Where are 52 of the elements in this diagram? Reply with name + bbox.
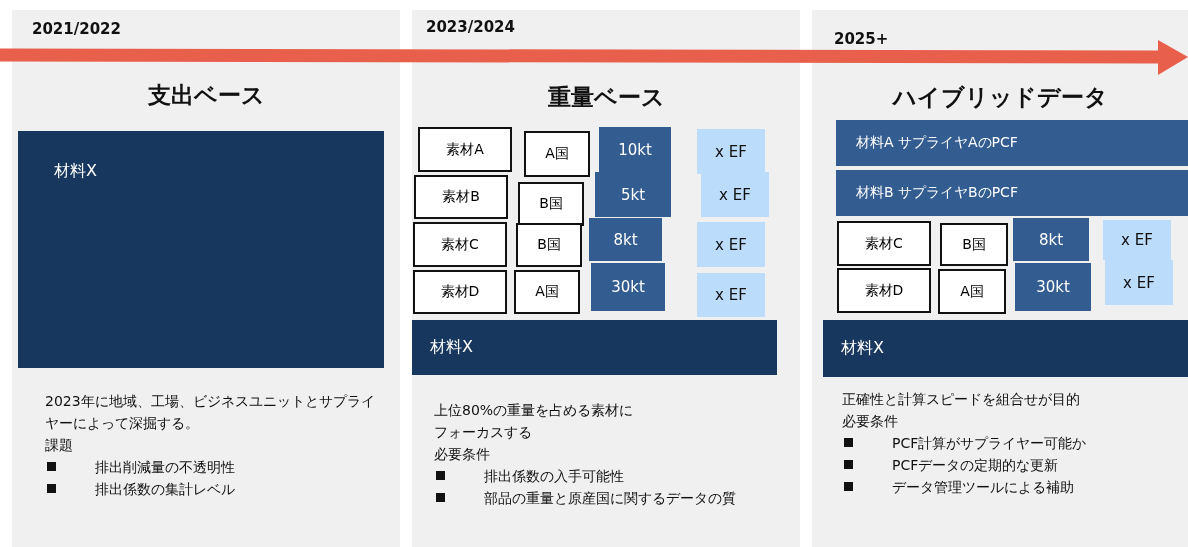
weight-box: 30kt	[591, 263, 665, 311]
material-box: 素材A	[418, 127, 512, 172]
emission-factor-box: x EF	[1103, 220, 1171, 260]
description-text: フォーカスする	[434, 424, 532, 440]
year-label: 2021/2022	[32, 20, 121, 38]
bullet-text: PCFデータの定期的な更新	[892, 457, 1059, 473]
supplier-pcf-bar: 材料A サプライヤAのPCF	[836, 120, 1188, 166]
emission-factor-box: x EF	[697, 129, 765, 174]
material-block: 材料X	[412, 320, 777, 375]
material-box: B国	[518, 182, 584, 226]
section-heading: 必要条件	[434, 446, 490, 462]
description-text: 上位80%の重量を占める素材に	[434, 402, 634, 418]
material-box: 素材D	[837, 268, 931, 313]
year-label: 2025+	[834, 30, 889, 48]
emission-factor-box: x EF	[697, 222, 765, 267]
bullet-text: PCF計算がサプライヤー可能か	[892, 435, 1087, 451]
supplier-pcf-bar: 材料B サプライヤBのPCF	[836, 170, 1188, 216]
material-box: A国	[514, 270, 580, 314]
weight-box: 8kt	[589, 218, 662, 261]
material-box: A国	[524, 131, 590, 177]
timeline-phase-panel	[12, 10, 400, 547]
weight-box: 30kt	[1015, 263, 1091, 311]
material-box: 素材C	[413, 222, 507, 267]
weight-box: 5kt	[595, 172, 671, 217]
material-box: A国	[938, 269, 1006, 314]
bullet-text: 排出削減量の不透明性	[95, 459, 235, 475]
section-heading: 必要条件	[842, 413, 898, 429]
bullet-text: 部品の重量と原産国に関するデータの質	[484, 490, 736, 506]
emission-factor-box: x EF	[701, 172, 769, 217]
material-block: 材料X	[18, 131, 384, 368]
material-box: B国	[516, 223, 582, 267]
weight-box: 10kt	[599, 127, 671, 173]
material-block: 材料X	[823, 320, 1188, 377]
phase-title: ハイブリッドデータ	[892, 84, 1108, 110]
description-text: 正確性と計算スピードを組合せが目的	[842, 391, 1080, 407]
timeline-phase-panel	[412, 10, 800, 547]
material-box: 素材D	[413, 270, 507, 314]
material-box: B国	[940, 223, 1008, 266]
phase-title: 支出ベース	[147, 82, 265, 108]
section-heading: 課題	[45, 437, 73, 453]
description-text: 2023年に地域、工場、ビジネスユニットとサプライヤーによって深掘する。	[45, 393, 375, 431]
timeline-phase-panel	[812, 10, 1188, 547]
phase-title: 重量ベース	[547, 84, 665, 110]
emission-factor-box: x EF	[697, 273, 765, 317]
bullet-text: 排出係数の集計レベル	[95, 481, 235, 497]
weight-box: 8kt	[1013, 218, 1089, 261]
year-label: 2023/2024	[426, 18, 515, 36]
material-box: 素材B	[414, 175, 508, 219]
bullet-text: 排出係数の入手可能性	[484, 468, 624, 484]
material-box: 素材C	[837, 221, 931, 266]
bullet-text: データ管理ツールによる補助	[892, 479, 1074, 495]
emission-factor-box: x EF	[1105, 260, 1173, 305]
